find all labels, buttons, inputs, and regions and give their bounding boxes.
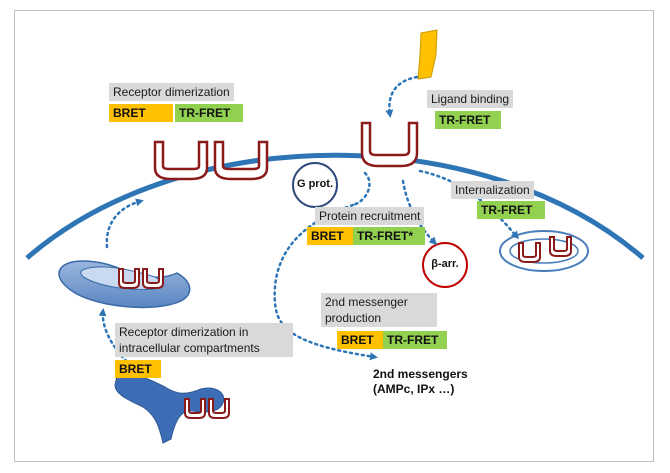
diagram-frame: Receptor dimerization BRET TR-FRET Ligan…: [14, 10, 654, 462]
tag-bret-messenger: BRET: [337, 331, 383, 349]
diagram-canvas: [25, 29, 645, 444]
arrow-receptor-to-gprot: [351, 171, 371, 207]
tag-trfret-messenger: TR-FRET: [383, 331, 447, 349]
intracellular-compartment: [58, 260, 191, 309]
arrow-gprot-to-messengers: [273, 203, 378, 361]
label-ligand-binding: Ligand binding: [427, 90, 514, 108]
label-second-messenger-production: 2nd messenger production: [321, 293, 437, 327]
endosome: [499, 230, 589, 272]
tag-bret-recruitment: BRET: [307, 227, 353, 245]
label-receptor-dimerization: Receptor dimerization: [109, 83, 234, 101]
er-vesicle: [114, 373, 230, 444]
beta-arr-circle: [422, 242, 468, 288]
label-protein-recruitment: Protein recruitment: [315, 207, 425, 225]
g-prot-label: G prot.: [296, 178, 334, 190]
tag-trfret-internalization: TR-FRET: [477, 201, 545, 219]
arrow-vesicle-to-golgi: [98, 308, 147, 379]
receptor-dimer: [153, 140, 269, 181]
tag-bret-intracellular: BRET: [115, 360, 161, 378]
label-internalization: Internalization: [451, 181, 534, 199]
label-receptor-dimerization-intracellular: Receptor dimerization in intracellular c…: [115, 323, 293, 357]
plasma-membrane: [25, 152, 645, 260]
arrow-golgi-to-membrane: [105, 198, 144, 249]
arrow-receptor-to-internalization: [418, 169, 519, 240]
tag-trfret-dimerization: TR-FRET: [175, 104, 243, 122]
second-messengers-line2: (AMPc, IPx …): [373, 382, 455, 396]
second-messengers-line1: 2nd messengers: [373, 367, 468, 381]
tag-trfret-star-recruitment: TR-FRET*: [353, 227, 425, 245]
beta-arr-label: β-arr.: [431, 258, 459, 270]
ligand: [417, 29, 438, 80]
arrow-ligand-to-receptor: [385, 75, 419, 118]
ligand-binding-receptor: [360, 121, 419, 168]
tag-trfret-ligand: TR-FRET: [435, 111, 501, 129]
tag-bret-dimerization: BRET: [109, 104, 173, 122]
